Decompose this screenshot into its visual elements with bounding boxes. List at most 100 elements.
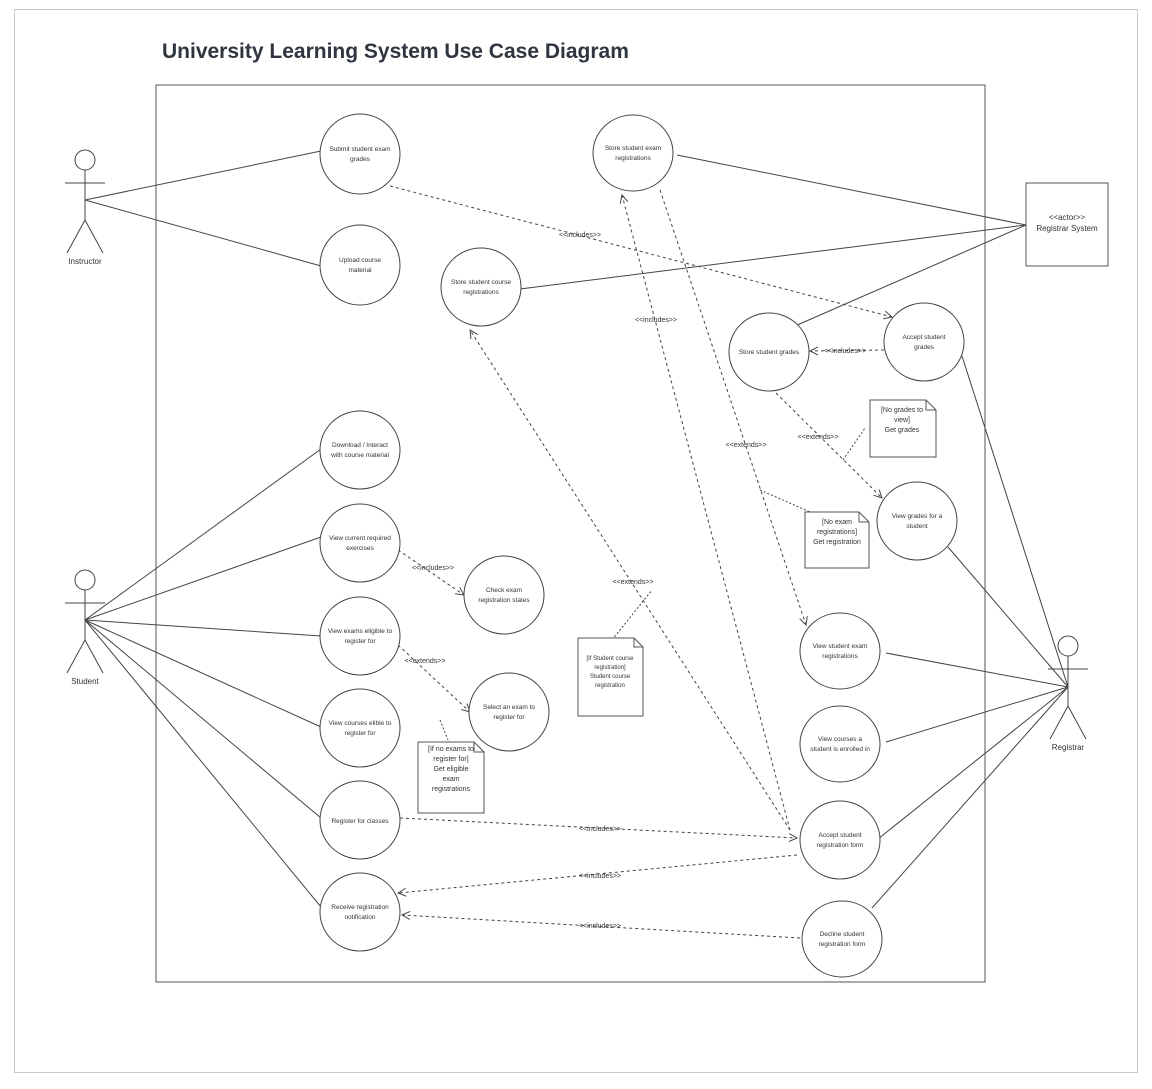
use-case-label: Download / Interact	[332, 442, 388, 449]
use-case-view-exam-regs[interactable]	[799, 612, 881, 690]
note-text: registrations]	[817, 529, 857, 536]
use-case-label: register for	[344, 638, 376, 645]
label-includes: <<includes>>	[579, 826, 621, 833]
use-case-label: registrations	[463, 289, 499, 296]
use-case-label: material	[348, 267, 372, 274]
instructor-label: Instructor	[68, 257, 102, 266]
note-texts: [No grades to view] Get grades [No exam reg…	[428, 407, 923, 793]
note-text: Get registration	[813, 539, 861, 546]
registrar-system-name: Registrar System	[1036, 224, 1098, 233]
use-case-label: View grades for a	[892, 513, 943, 520]
use-case-label: Receive registration	[331, 904, 389, 911]
note-no-course-reg	[577, 637, 644, 717]
page-title: University Learning System Use Case Diag…	[162, 40, 629, 63]
use-case-accept-grades[interactable]	[883, 302, 965, 382]
registrar-system-box[interactable]	[1025, 182, 1109, 267]
registrar-system-stereotype: <<actor>>	[1049, 213, 1086, 222]
use-case-label: student	[906, 523, 928, 530]
label-includes: <<includes>>	[412, 565, 454, 572]
use-case-label: register for	[344, 730, 376, 737]
use-case-label: Check exam	[486, 587, 522, 594]
note-text: Get grades	[885, 427, 920, 434]
use-case-label: exercises	[346, 545, 374, 552]
use-case-submit-grades[interactable]	[319, 113, 401, 195]
note-text: [No exam	[822, 519, 852, 526]
use-case-label: View courses elible to	[329, 720, 392, 727]
use-case-view-courses-enrolled[interactable]	[799, 705, 881, 783]
use-case-label: register for	[493, 714, 525, 721]
use-case-decline-reg-form[interactable]	[801, 900, 883, 978]
use-case-label: Accept student	[819, 832, 862, 839]
note-text: [If no exams to	[428, 746, 474, 753]
student-actor[interactable]	[65, 569, 105, 674]
label-includes: <<includes>>	[579, 873, 621, 880]
use-case-store-grades[interactable]	[728, 312, 810, 392]
use-case-label: Register for classes	[331, 818, 389, 825]
note-no-grades	[869, 399, 937, 458]
label-includes: <<includes>>	[635, 317, 677, 324]
instructor-actor[interactable]	[65, 149, 105, 254]
use-case-accept-reg-form[interactable]	[799, 800, 881, 880]
registrar-actor[interactable]	[1048, 635, 1088, 740]
use-case-label: Accept student	[903, 334, 946, 341]
use-case-label: grades	[350, 156, 371, 163]
use-case-label: registration form	[819, 941, 866, 948]
label-extends: <<extends>>	[726, 442, 767, 449]
use-case-register-classes[interactable]	[319, 780, 401, 860]
note-no-exam-regs	[804, 511, 870, 569]
use-case-store-course-reg[interactable]	[440, 247, 522, 327]
note-text: registrations	[432, 786, 471, 793]
use-case-check-exam-status[interactable]	[463, 555, 545, 635]
use-case-label: View current required	[329, 535, 391, 542]
use-case-label: registrations	[615, 155, 651, 162]
use-case-label: Decline student	[820, 931, 865, 938]
use-case-label: with course material	[330, 452, 389, 459]
label-includes: <<includes>>	[824, 348, 866, 355]
use-case-view-courses-eligible[interactable]	[319, 688, 401, 768]
use-case-receive-notification[interactable]	[319, 872, 401, 952]
use-case-label: Store student exam	[605, 145, 661, 152]
use-case-select-exam[interactable]	[468, 672, 550, 752]
use-case-view-exercises[interactable]	[319, 503, 401, 583]
use-case-view-exams-eligible[interactable]	[319, 596, 401, 676]
note-text: register for]	[433, 756, 468, 763]
use-case-upload-material[interactable]	[319, 224, 401, 306]
use-case-label: Submit student exam	[329, 146, 390, 153]
dependency-lines	[389, 185, 892, 939]
note-text: registration	[595, 683, 625, 689]
note-text: registration]	[594, 665, 626, 671]
note-text: Student course	[590, 674, 631, 680]
label-extends: <<extends>>	[613, 579, 654, 586]
note-anchors	[439, 427, 866, 741]
student-label: Student	[71, 677, 99, 686]
note-text: [If Student course	[586, 656, 634, 662]
note-text: Get eligible	[433, 766, 468, 773]
note-text: view]	[894, 417, 910, 424]
use-case-download-material[interactable]	[319, 410, 401, 490]
association-lines	[84, 150, 1069, 909]
use-case-store-exam-reg[interactable]	[592, 114, 674, 192]
use-case-label: registration states	[478, 597, 530, 604]
use-case-view-grades[interactable]	[876, 481, 958, 561]
use-case-group	[319, 113, 965, 978]
use-case-label: View courses a	[818, 736, 862, 743]
use-case-label: grades	[914, 344, 935, 351]
note-text: [No grades to	[881, 407, 923, 414]
